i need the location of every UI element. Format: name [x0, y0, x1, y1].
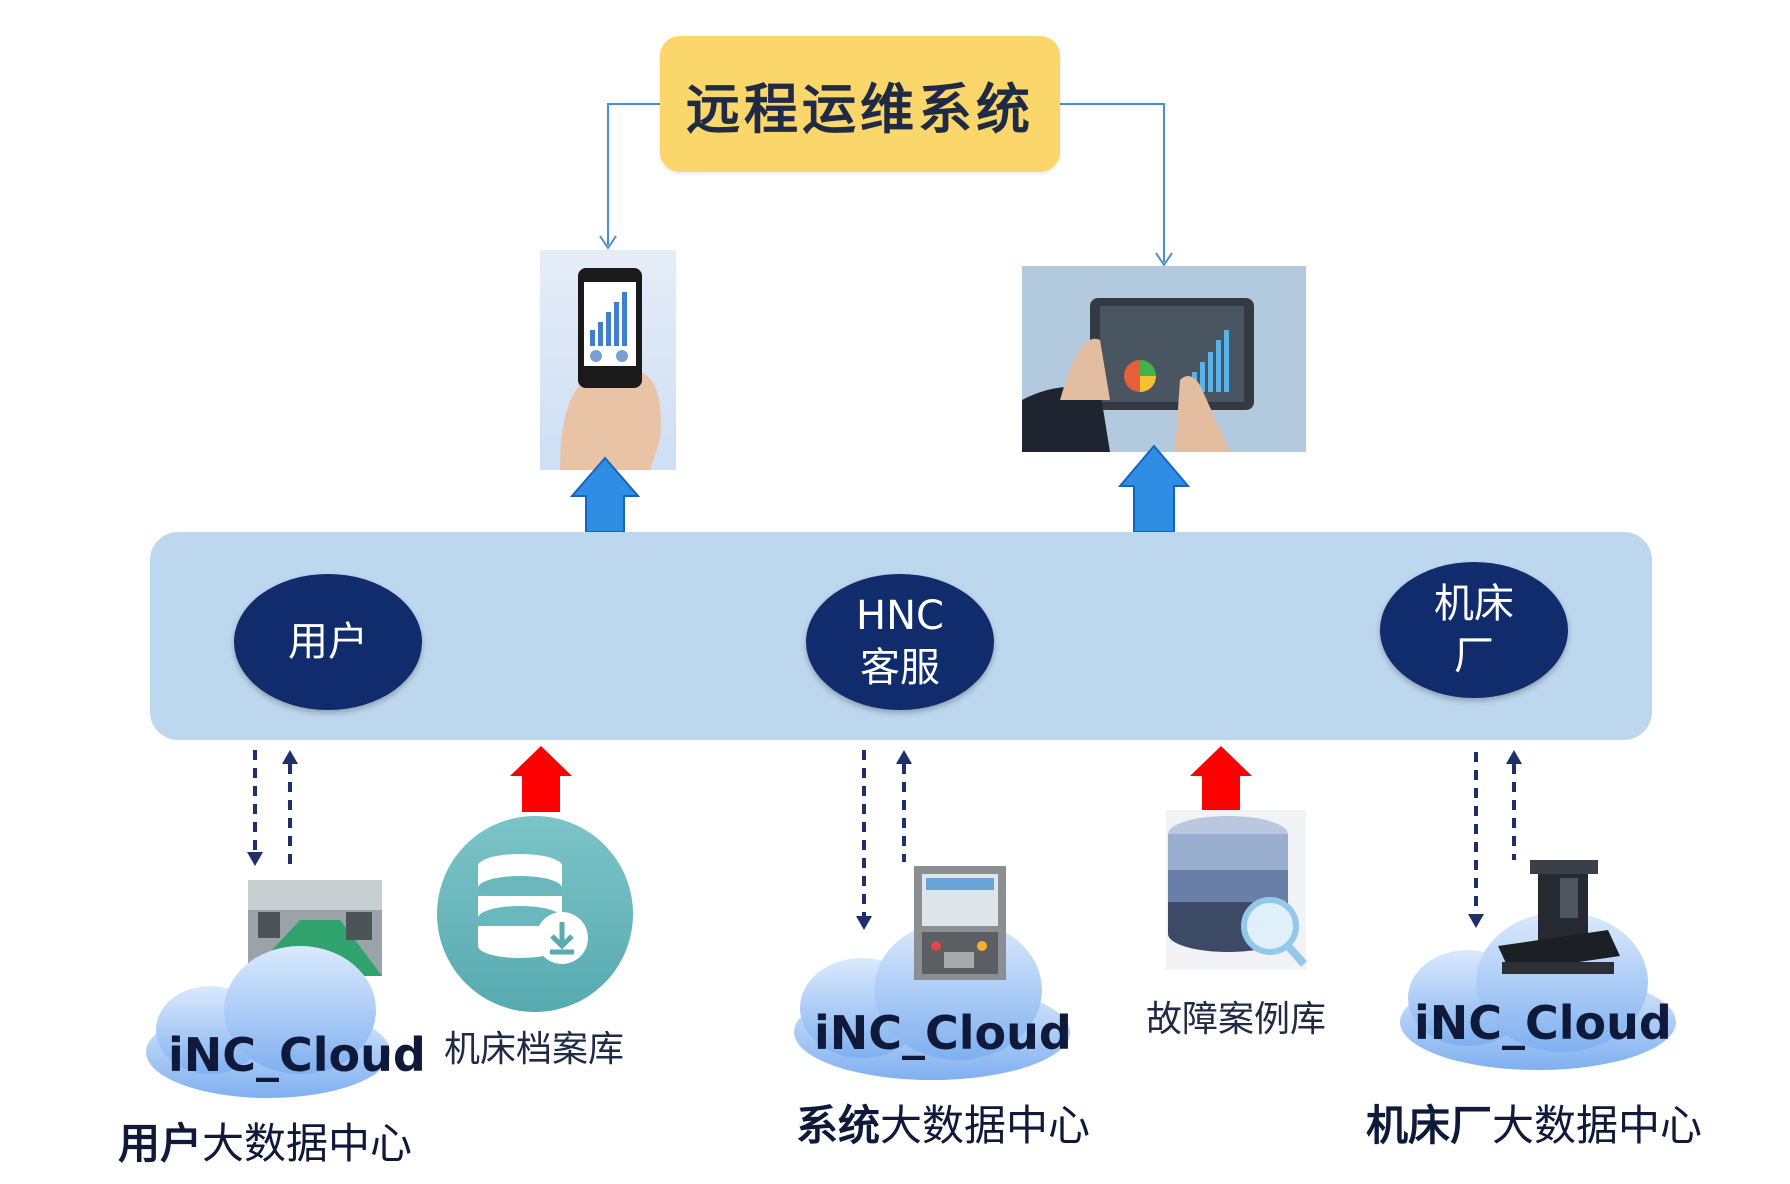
machine-tool-image: [1498, 860, 1620, 974]
up-arrow-right: [1117, 444, 1191, 533]
node-hnc-service: HNC 客服: [806, 574, 994, 710]
cloud-system-label: iNC_Cloud: [814, 1006, 1072, 1060]
machine-archive-icon: [437, 816, 633, 1012]
node-factory-line1: 机床: [1434, 581, 1514, 627]
system-center-caption: 系统大数据中心: [796, 1092, 1090, 1153]
title-left-connector: [607, 103, 662, 245]
dashed-arrows-user: [253, 750, 292, 868]
node-user-label: 用户: [288, 619, 368, 665]
node-user: 用户: [234, 574, 422, 710]
node-factory-line2: 厂: [1454, 633, 1494, 679]
factory-center-bold: 机床厂: [1366, 1101, 1493, 1150]
factory-center-rest: 大数据中心: [1492, 1101, 1703, 1150]
title-right-connector: [1060, 103, 1165, 262]
user-center-bold: 用户: [118, 1119, 203, 1168]
fault-case-caption: 故障案例库: [1146, 999, 1327, 1040]
system-center-bold: 系统: [796, 1101, 881, 1150]
title-text: 远程运维系统: [686, 77, 1034, 141]
user-center-caption: 用户大数据中心: [118, 1110, 412, 1171]
dashed-arrows-system: [862, 750, 906, 920]
cloud-user: [146, 946, 390, 1098]
system-center-rest: 大数据中心: [880, 1101, 1091, 1150]
user-center-rest: 大数据中心: [202, 1119, 413, 1168]
phone-image: [540, 250, 676, 470]
machine-archive-caption: 机床档案库: [444, 1029, 625, 1070]
cloud-user-label: iNC_Cloud: [168, 1028, 426, 1082]
node-hnc-line2: 客服: [860, 645, 940, 691]
dashed-arrows-factory: [1474, 752, 1516, 918]
tablet-image: [1022, 266, 1306, 452]
red-arrow-fault: [1190, 746, 1252, 814]
node-machine-factory: 机床 厂: [1380, 562, 1568, 698]
cnc-panel-image: [914, 866, 1006, 980]
red-arrow-archive: [510, 746, 572, 812]
cloud-factory-label: iNC_Cloud: [1414, 996, 1672, 1050]
node-hnc-line1: HNC: [856, 593, 944, 639]
factory-center-caption: 机床厂大数据中心: [1366, 1092, 1702, 1153]
title-box: 远程运维系统: [660, 36, 1060, 172]
fault-case-db-icon: [1166, 810, 1307, 970]
